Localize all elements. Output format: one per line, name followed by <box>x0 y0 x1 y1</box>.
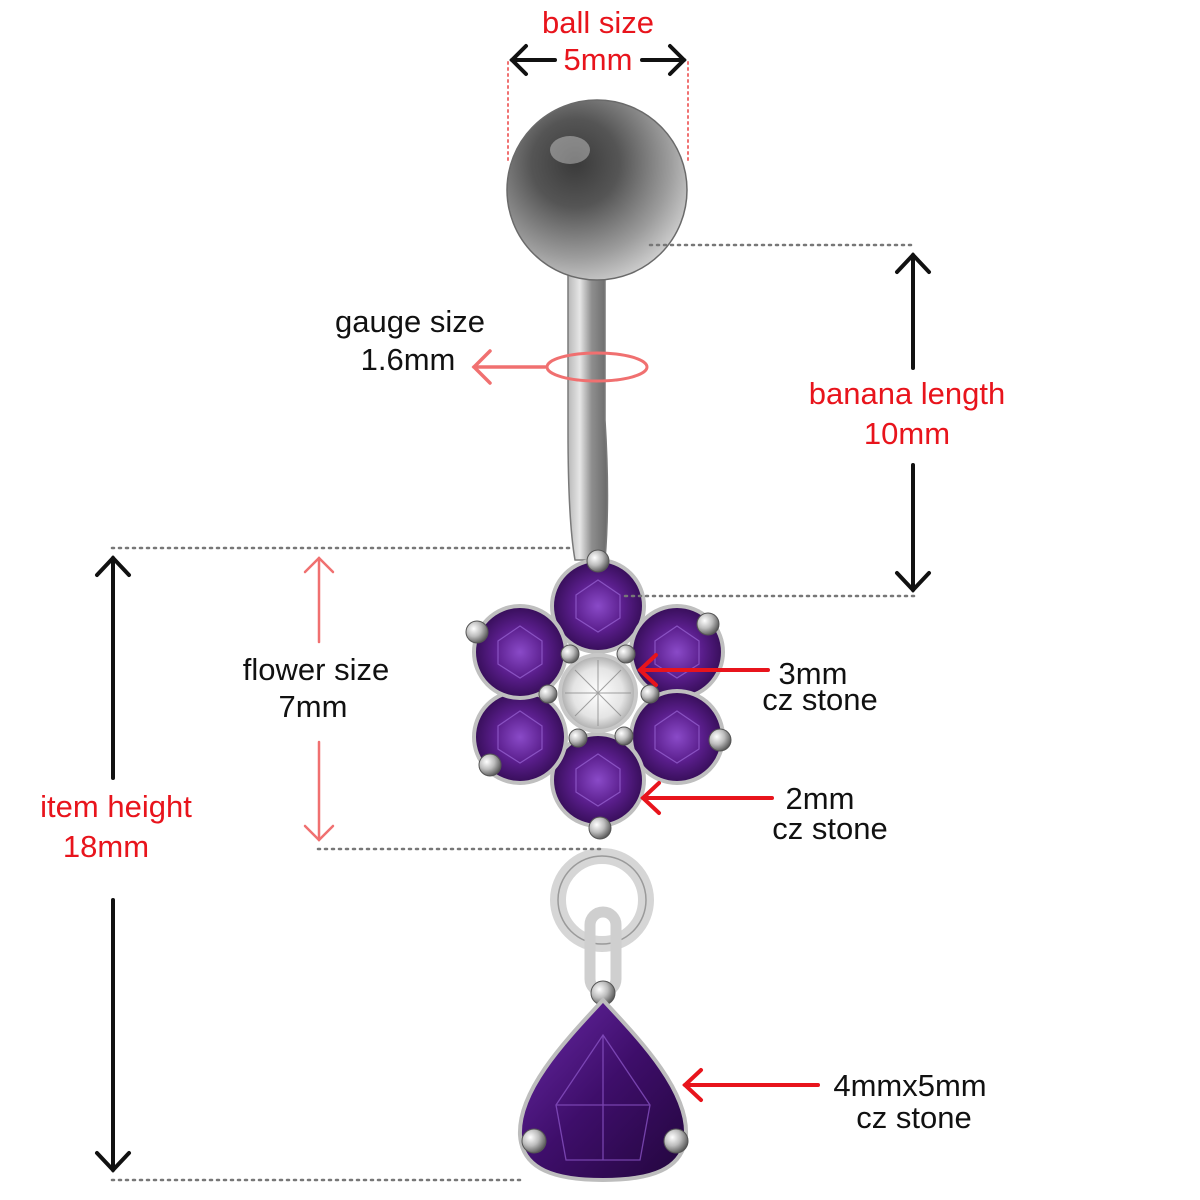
jewelry-illustration <box>465 99 732 1183</box>
flower-size-arrow-icon <box>303 556 335 842</box>
banana-length-title: banana length <box>809 376 1006 411</box>
drop-stone-size: 4mmx5mm <box>833 1068 986 1103</box>
flower-size-value: 7mm <box>279 689 348 724</box>
petal-stone-size: 2mm <box>786 781 855 816</box>
gauge-size-title: gauge size <box>335 304 485 339</box>
item-height-arrow-icon <box>95 555 131 1173</box>
ball-highlight <box>550 136 590 164</box>
drop-stone-type: cz stone <box>856 1100 971 1135</box>
bail <box>584 906 622 998</box>
gauge-size-value: 1.6mm <box>361 342 456 377</box>
gauge-arrow-icon <box>471 349 547 385</box>
banana-bar <box>567 249 609 561</box>
dimension-guides <box>95 44 931 1182</box>
center-stone-size: 3mm <box>779 656 848 691</box>
flower-setting <box>465 549 732 840</box>
gauge-ring <box>545 351 649 383</box>
center-stone-pointer-icon <box>637 653 770 687</box>
drop-stone-pointer-icon <box>682 1068 820 1102</box>
ball-size-value: 5mm <box>564 42 633 77</box>
center-stone-type: cz stone <box>762 682 877 717</box>
dimension-labels: ball size 5mm gauge size 1.6mm banana le… <box>40 5 1005 1135</box>
petal-stone <box>472 604 568 700</box>
petal-stone-pointer-icon <box>640 781 774 815</box>
banana-length-arrow-icon <box>895 252 931 593</box>
flower-size-title: flower size <box>243 652 389 687</box>
ball-size-title: ball size <box>542 5 654 40</box>
banana-length-value: 10mm <box>864 416 950 451</box>
petal-stone-type: cz stone <box>772 811 887 846</box>
item-height-value: 18mm <box>63 829 149 864</box>
item-height-title: item height <box>40 789 192 824</box>
top-ball <box>506 99 688 281</box>
ball-size-arrow-icon <box>509 44 687 76</box>
prongs <box>465 549 732 840</box>
